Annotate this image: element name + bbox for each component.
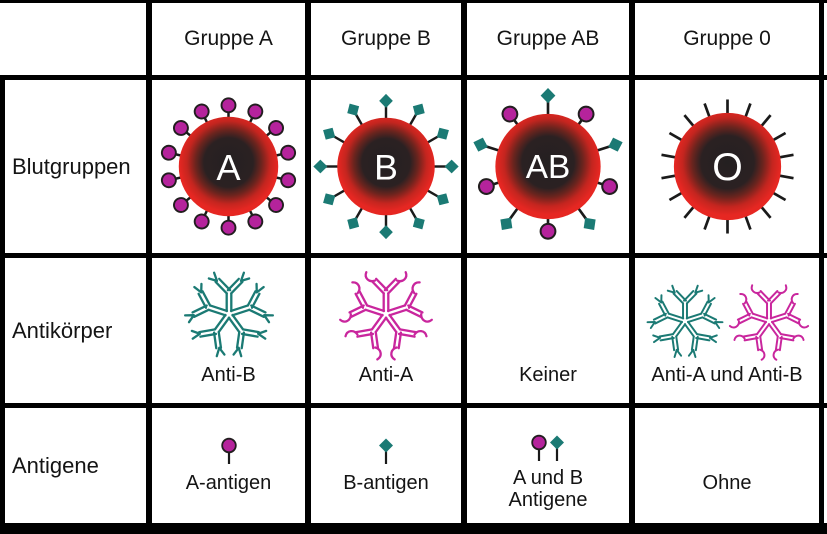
antigen-cell-gruppe-ab: A und B Antigene bbox=[467, 408, 629, 523]
blood-cell-letter: A bbox=[216, 147, 241, 188]
antibody-pair bbox=[644, 280, 810, 362]
antibody-cell-gruppe-b: Anti-A bbox=[311, 258, 461, 403]
grid-line-right bbox=[819, 0, 824, 534]
antibody-anti-a-icon bbox=[728, 280, 810, 362]
b-antigen-icon bbox=[377, 437, 395, 466]
red-blood-cell-0-icon: O bbox=[659, 98, 795, 235]
column-header-gruppe-0: Gruppe 0 bbox=[683, 27, 771, 50]
antibody-label: Keiner bbox=[519, 364, 577, 386]
blood-cell-a-cell: A bbox=[152, 80, 305, 253]
column-header-gruppe-ab: Gruppe AB bbox=[496, 27, 600, 50]
grid-line-top bbox=[0, 0, 827, 3]
grid-line-h1 bbox=[0, 75, 827, 80]
antibody-anti-b-icon bbox=[644, 280, 726, 362]
blood-cell-ab-cell: AB bbox=[467, 80, 629, 253]
row-label-antikoerper: Antikörper bbox=[12, 317, 113, 343]
blood-cell-letter: B bbox=[374, 147, 398, 187]
corner-empty-cell bbox=[5, 3, 146, 75]
antibody-anti-a-icon bbox=[338, 266, 434, 362]
antigen-cell-gruppe-0: Ohne bbox=[635, 408, 819, 523]
antibody-cell-gruppe-ab: Keiner bbox=[467, 258, 629, 403]
grid-line-bottom bbox=[0, 523, 827, 534]
a-and-b-antigen-icon bbox=[531, 434, 566, 463]
grid-line-v2 bbox=[305, 0, 311, 534]
column-header-gruppe-b: Gruppe B bbox=[341, 27, 431, 50]
antigen-label: Ohne bbox=[702, 472, 752, 494]
grid-line-v3 bbox=[461, 0, 467, 534]
grid-line-h3 bbox=[0, 403, 827, 408]
red-blood-cell-b-icon: B bbox=[312, 92, 460, 241]
column-header-gruppe-a: Gruppe A bbox=[184, 27, 273, 50]
blood-cell-0-cell: O bbox=[635, 80, 819, 253]
a-antigen-icon bbox=[220, 437, 237, 466]
antibody-anti-b-icon bbox=[181, 266, 277, 362]
grid-line-v4 bbox=[629, 0, 635, 534]
row-label-blutgruppen: Blutgruppen bbox=[12, 153, 131, 179]
antigen-label: A-antigen bbox=[185, 472, 272, 494]
grid-line-v1 bbox=[146, 0, 152, 534]
antibody-cell-gruppe-0: Anti-A und Anti-B bbox=[635, 258, 819, 403]
antibody-label: Anti-A bbox=[358, 364, 414, 386]
antigen-cell-gruppe-b: B-antigen bbox=[311, 408, 461, 523]
grid-line-left bbox=[0, 75, 5, 534]
antibody-label: Anti-B bbox=[201, 364, 256, 386]
antibody-label: Anti-A und Anti-B bbox=[651, 364, 803, 386]
grid-line-h2 bbox=[0, 253, 827, 258]
antigen-label: B-antigen bbox=[343, 472, 429, 494]
red-blood-cell-a-icon: A bbox=[159, 97, 298, 236]
row-label-antigene: Antigene bbox=[12, 452, 99, 478]
blood-cell-b-cell: B bbox=[311, 80, 461, 253]
antigen-cell-gruppe-a: A-antigen bbox=[152, 408, 305, 523]
antigen-label: A und B Antigene bbox=[508, 467, 588, 511]
blood-cell-letter: O bbox=[712, 146, 742, 189]
blood-cell-letter: AB bbox=[526, 149, 571, 186]
antibody-cell-gruppe-a: Anti-B bbox=[152, 258, 305, 403]
red-blood-cell-ab-icon: AB bbox=[469, 86, 627, 241]
